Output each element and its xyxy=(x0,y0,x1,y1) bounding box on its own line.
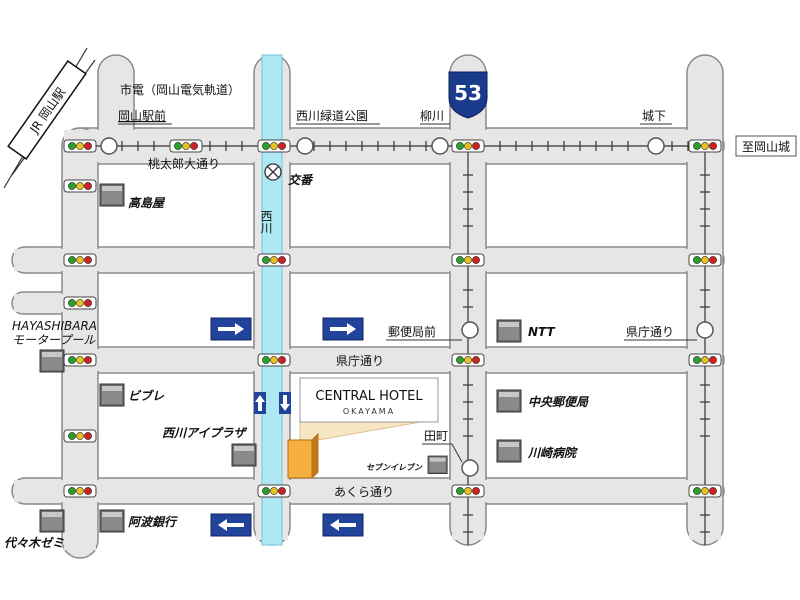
building-icon xyxy=(496,439,522,463)
arrow-right-icon xyxy=(210,317,252,341)
label-awa-ginko: 阿波銀行 xyxy=(128,515,178,529)
label-tamachi: 田町 xyxy=(424,429,448,443)
stop-yanagawa xyxy=(431,137,449,155)
tram-line-route53 xyxy=(463,150,473,545)
hotel-name: CENTRAL HOTEL xyxy=(315,389,423,404)
label-seven-eleven: セブンイレブン xyxy=(366,462,423,472)
label-shiroshita: 城下 xyxy=(642,109,666,123)
stop-kencho-dori xyxy=(696,321,714,339)
traffic-lights xyxy=(63,139,722,498)
route-53-shield: 53 xyxy=(448,71,488,119)
label-yanagawa: 柳川 xyxy=(420,109,444,123)
nishigawa-river xyxy=(261,54,283,546)
tram-line-label: 市電（岡山電気軌道） xyxy=(120,82,240,97)
label-vivre: ビブレ xyxy=(128,389,165,403)
hotel-building-icon xyxy=(287,432,319,479)
building-icon xyxy=(496,319,522,343)
building-icon xyxy=(39,509,65,533)
label-destination: 至岡山城 xyxy=(742,140,790,154)
label-ntt: NTT xyxy=(528,325,556,339)
arrow-right-icon xyxy=(322,317,364,341)
traffic-light-icon xyxy=(63,296,97,310)
traffic-light-icon xyxy=(451,139,485,153)
stop-shiroshita xyxy=(647,137,665,155)
label-takashimaya: 高島屋 xyxy=(128,196,166,210)
labels: 市電（岡山電気軌道） 岡山駅前 西川緑道公園 柳川 城下 至岡山城 桃太郎大通り… xyxy=(4,82,797,550)
destination-box: 至岡山城 xyxy=(735,135,797,157)
traffic-light-icon xyxy=(451,353,485,367)
traffic-light-icon xyxy=(688,484,722,498)
traffic-light-icon xyxy=(63,139,97,153)
traffic-light-icon xyxy=(63,353,97,367)
traffic-light-icon xyxy=(257,484,291,498)
building-icon xyxy=(231,443,257,467)
traffic-light-icon xyxy=(688,353,722,367)
stop-okayama-ekimae xyxy=(100,137,118,155)
building-icon xyxy=(496,389,522,413)
traffic-light-icon xyxy=(688,253,722,267)
traffic-light-icon xyxy=(451,253,485,267)
label-hayashibara-1: HAYASHIBARA xyxy=(12,319,97,333)
label-kawasaki-byoin: 川崎病院 xyxy=(527,446,578,460)
traffic-light-icon xyxy=(63,253,97,267)
traffic-light-icon xyxy=(451,484,485,498)
label-nishigawa-park: 西川緑道公園 xyxy=(296,108,368,123)
traffic-light-icon xyxy=(257,253,291,267)
building-icon xyxy=(427,455,448,475)
stop-yubinkyoku-mae xyxy=(461,321,479,339)
traffic-light-icon xyxy=(63,484,97,498)
label-okayama-ekimae: 岡山駅前 xyxy=(118,108,166,123)
label-kencho-dori-road: 県庁通り xyxy=(336,354,384,368)
traffic-light-icon xyxy=(257,353,291,367)
jr-okayama-station: JR 岡山駅 xyxy=(3,47,96,189)
one-way-arrows xyxy=(210,317,364,537)
label-yoyogi-seminar: 代々木ゼミ xyxy=(4,536,65,550)
building-icon xyxy=(39,349,65,373)
police-box-icon xyxy=(264,163,282,181)
traffic-light-icon xyxy=(257,139,291,153)
stop-tamachi xyxy=(461,459,479,477)
label-akura-dori: あくら通り xyxy=(334,485,394,499)
arrow-left-icon xyxy=(322,513,364,537)
traffic-light-icon xyxy=(63,179,97,193)
traffic-light-icon xyxy=(688,139,722,153)
arrow-left-icon xyxy=(210,513,252,537)
stop-nishigawa-park xyxy=(296,137,314,155)
label-nishigawa-river: 西川 xyxy=(259,210,273,234)
arrow-down-icon xyxy=(279,392,291,414)
building-icon xyxy=(99,183,125,207)
arrow-up-icon xyxy=(254,392,266,414)
route-number: 53 xyxy=(454,81,482,105)
label-yubinkyoku-mae: 郵便局前 xyxy=(388,324,436,339)
building-icon xyxy=(99,509,125,533)
building-icon xyxy=(99,383,125,407)
label-kencho-dori-stop: 県庁通り xyxy=(626,325,674,339)
label-momotaro-odori: 桃太郎大通り xyxy=(148,156,220,171)
traffic-light-icon xyxy=(63,429,97,443)
tram-line-east xyxy=(700,150,710,545)
label-hayashibara-2: モータープール xyxy=(12,333,96,347)
central-hotel: CENTRAL HOTEL OKAYAMA xyxy=(287,377,439,479)
label-nishigawa-aiplaza: 西川アイプラザ xyxy=(162,426,247,440)
traffic-light-icon xyxy=(169,139,203,153)
label-police-box: 交番 xyxy=(288,173,314,187)
label-chuo-yubinkyoku: 中央郵便局 xyxy=(528,395,589,409)
hotel-city: OKAYAMA xyxy=(343,407,395,416)
